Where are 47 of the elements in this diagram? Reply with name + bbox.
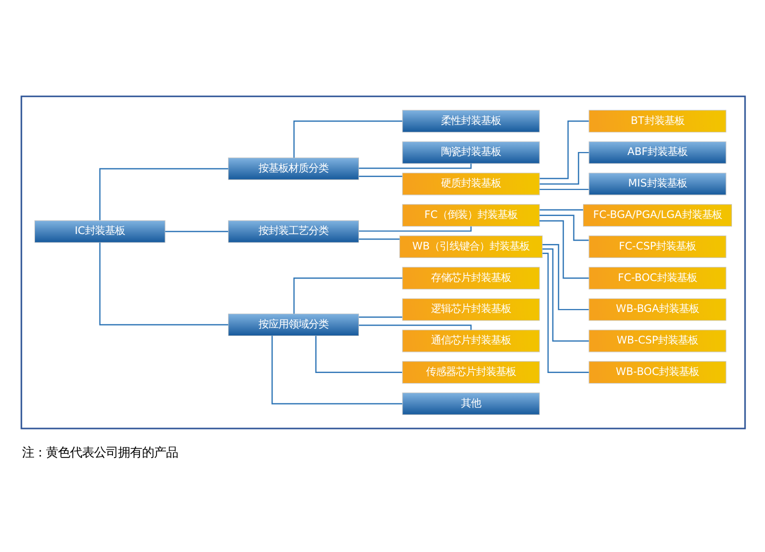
connector xyxy=(272,335,402,404)
node-box: WB-BGA封装基板 xyxy=(588,298,726,320)
connector xyxy=(99,168,228,220)
connector xyxy=(540,151,589,184)
node-box: 陶瓷封装基板 xyxy=(402,140,540,164)
node-box: 按应用领域分类 xyxy=(228,313,359,336)
connector xyxy=(293,120,402,158)
node-box: 传感器芯片封装基板 xyxy=(402,360,540,384)
node-box: FC-BGA/PGA/LGA封装基板 xyxy=(583,204,732,226)
connector xyxy=(358,163,472,168)
node-box: 逻辑芯片封装基板 xyxy=(402,298,540,320)
connector xyxy=(99,242,228,325)
connector xyxy=(358,324,472,330)
node-box: FC-BOC封装基板 xyxy=(588,266,726,289)
node-box: 通信芯片封装基板 xyxy=(402,329,540,352)
connector xyxy=(358,175,402,176)
label: 注：黄色代表公司拥有的产品 xyxy=(22,444,178,459)
node-box: FC-CSP封装基板 xyxy=(588,235,726,258)
connector xyxy=(542,248,589,342)
node-box: FC（倒装）封装基板 xyxy=(402,204,540,226)
node-box: 按封装工艺分类 xyxy=(228,220,359,242)
connector xyxy=(358,226,472,232)
node-box: 硬质封装基板 xyxy=(402,172,540,195)
node-box: BT封装基板 xyxy=(588,109,726,132)
connector xyxy=(293,277,402,314)
node-box: 存储芯片封装基板 xyxy=(402,266,540,289)
node-box: WB-CSP封装基板 xyxy=(588,329,726,352)
connector xyxy=(358,238,400,240)
connector xyxy=(315,335,402,372)
connector xyxy=(540,214,589,240)
connector xyxy=(540,208,584,210)
node-box: ABF封装基板 xyxy=(588,140,726,164)
node-box: IC封装基板 xyxy=(34,220,166,242)
connector xyxy=(542,252,589,372)
node-box: 其他 xyxy=(402,392,540,414)
node-box: 柔性封装基板 xyxy=(402,109,540,132)
connector xyxy=(540,120,589,179)
cluster xyxy=(20,95,746,429)
node-box: WB（引线键合）封装基板 xyxy=(399,235,543,258)
connector xyxy=(540,220,589,278)
node-box: 按基板材质分类 xyxy=(228,157,359,180)
connector xyxy=(165,230,228,232)
connector xyxy=(540,188,589,190)
node-box: WB-BOC封装基板 xyxy=(588,360,726,384)
connector xyxy=(358,316,402,318)
node-box: MIS封装基板 xyxy=(588,172,726,195)
connector xyxy=(542,243,589,310)
